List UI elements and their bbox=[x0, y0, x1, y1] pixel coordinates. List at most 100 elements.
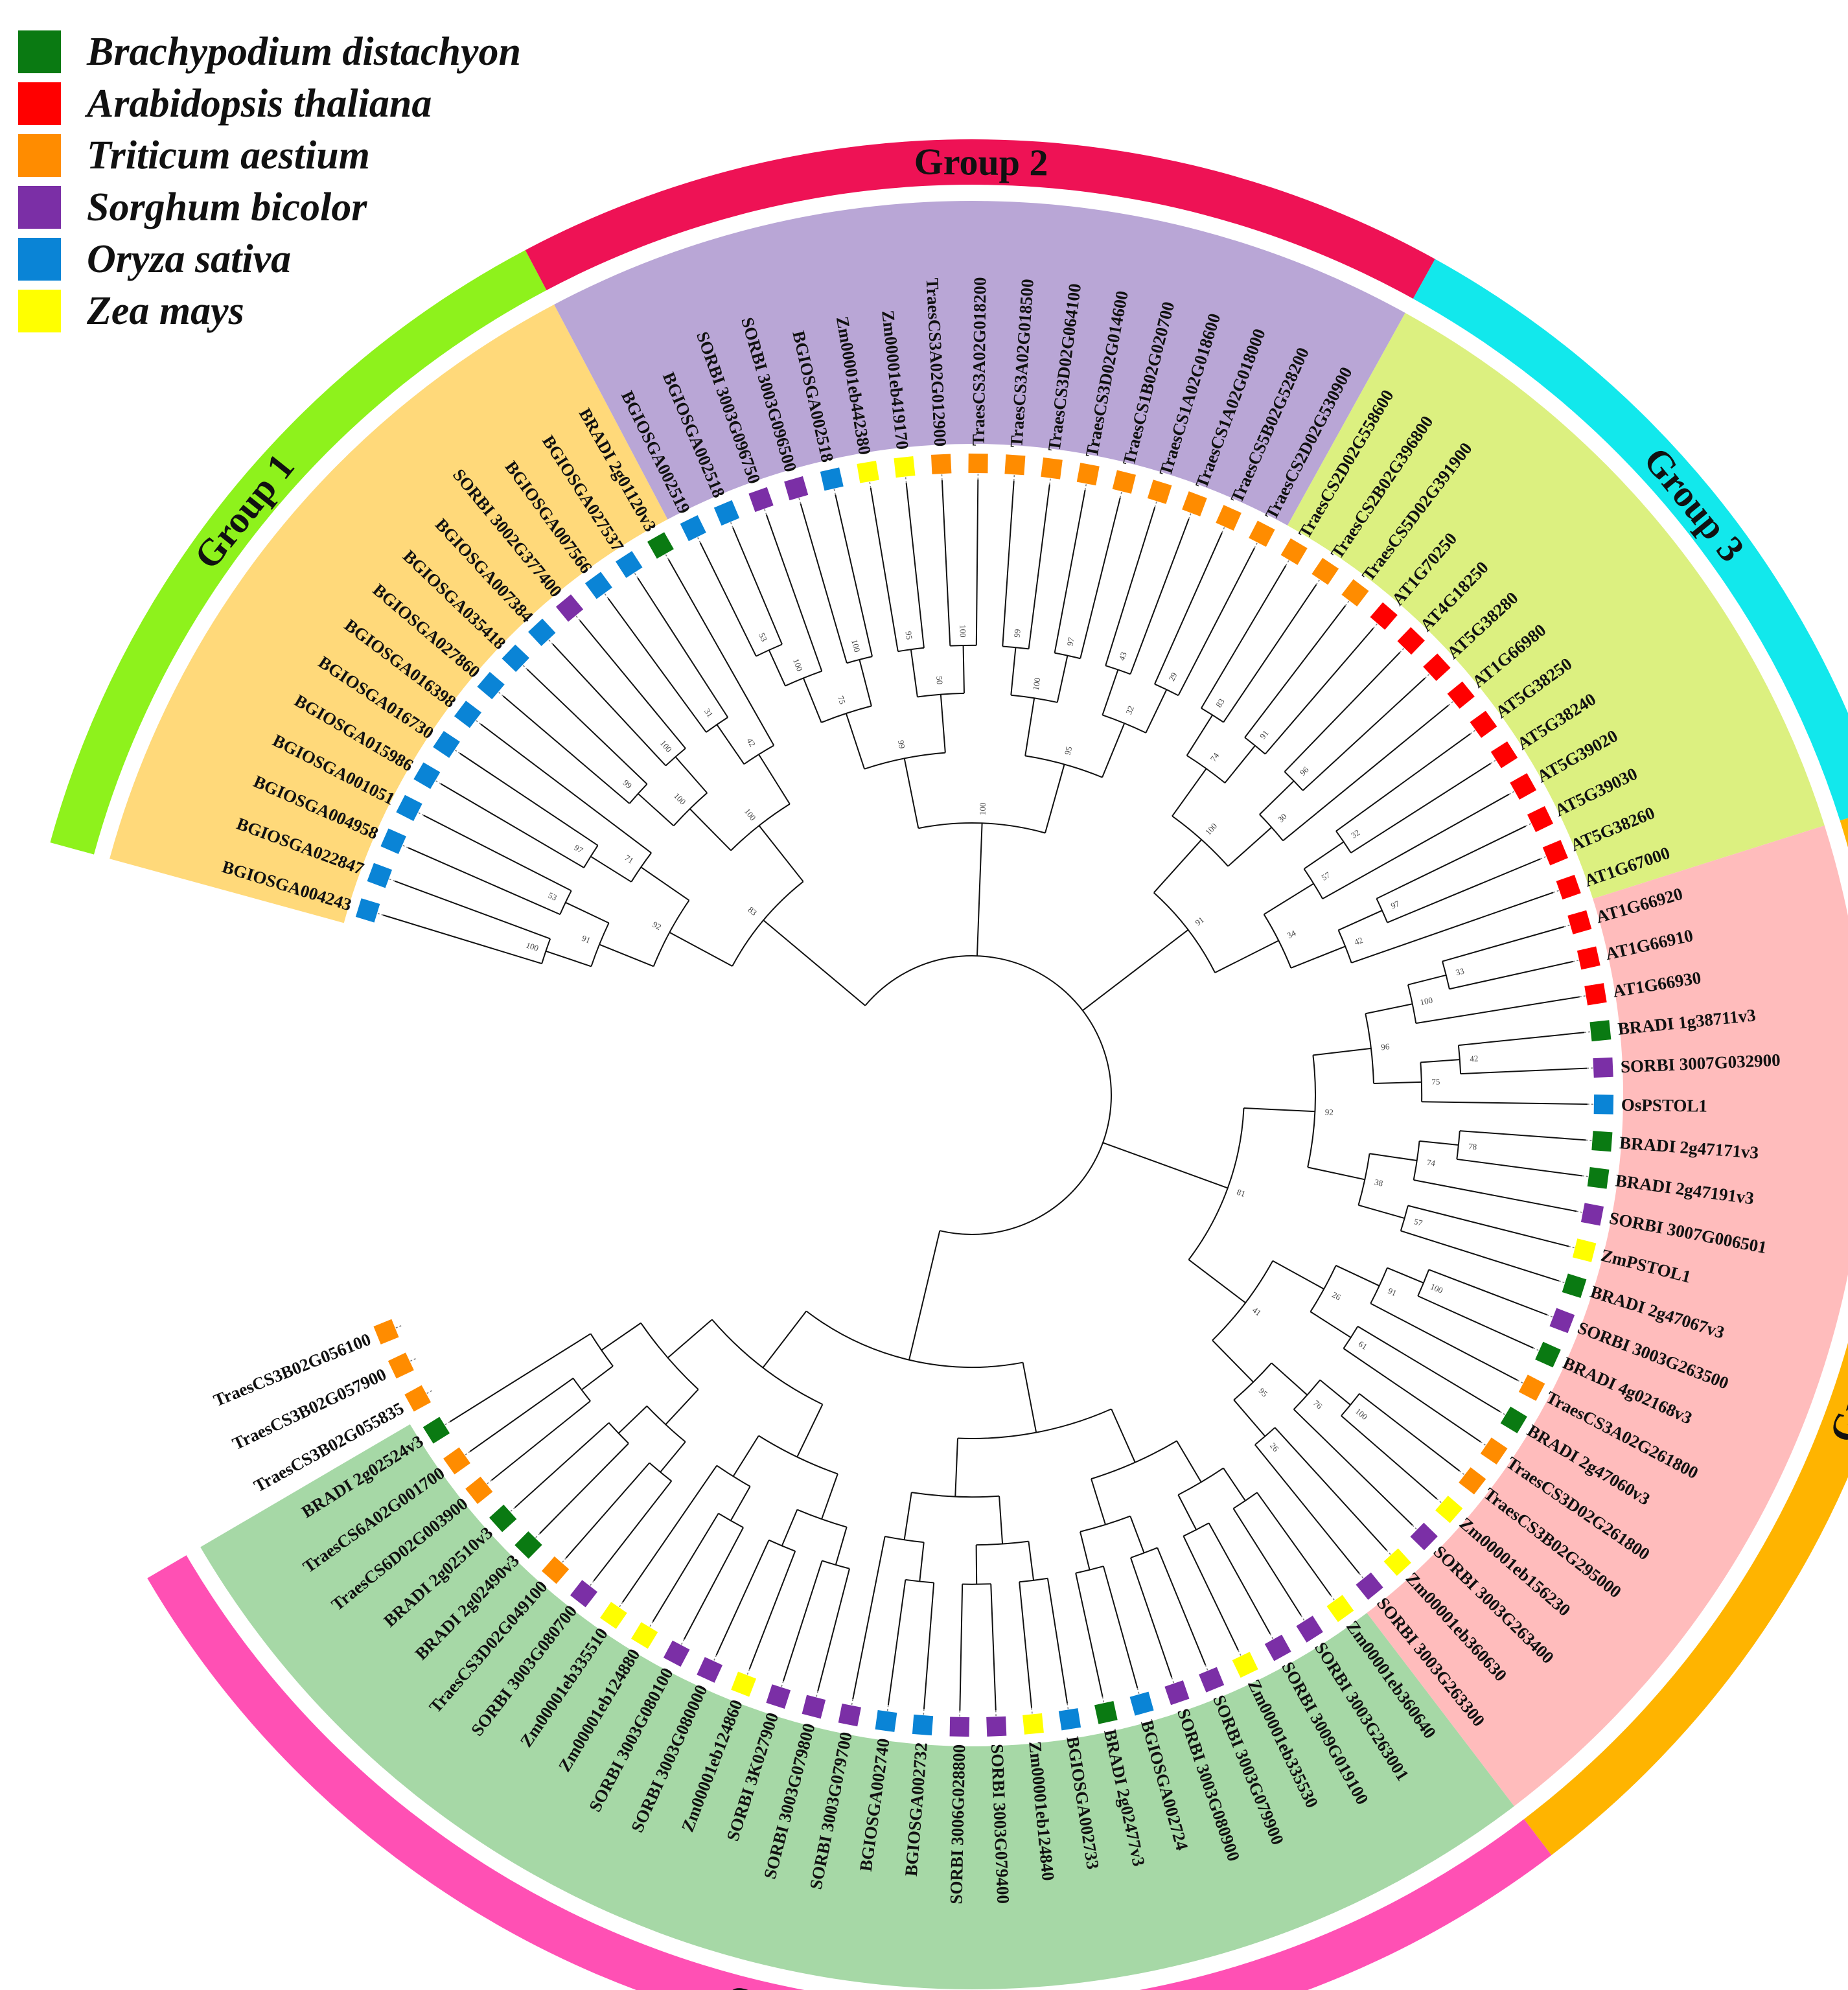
leaf-marker bbox=[802, 1695, 826, 1719]
branch bbox=[1172, 768, 1207, 817]
branch-arc bbox=[905, 1579, 934, 1584]
group-background-sectors bbox=[110, 201, 1848, 1990]
branch bbox=[976, 823, 983, 956]
leaf-connector bbox=[1576, 1210, 1584, 1214]
branch-arc bbox=[1259, 814, 1284, 841]
group-ring bbox=[525, 139, 1435, 299]
legend-swatch bbox=[18, 30, 61, 73]
leaf-connector bbox=[474, 719, 481, 725]
branch bbox=[1082, 929, 1189, 1012]
branch-arc bbox=[1357, 1153, 1370, 1206]
branch bbox=[514, 1422, 610, 1509]
leaf-marker bbox=[502, 644, 529, 672]
branch bbox=[941, 480, 951, 646]
branch bbox=[1264, 627, 1374, 755]
branch bbox=[859, 659, 872, 706]
branch bbox=[908, 1230, 941, 1360]
leaf-connector bbox=[1532, 1347, 1540, 1352]
bootstrap-value: 75 bbox=[836, 695, 848, 706]
branch bbox=[1259, 780, 1295, 815]
leaf-marker bbox=[1562, 1273, 1587, 1299]
branch bbox=[1201, 565, 1287, 709]
branch bbox=[1145, 689, 1168, 734]
leaf-marker bbox=[465, 1476, 493, 1504]
leaf-connector bbox=[443, 1421, 451, 1426]
bootstrap-value: 95 bbox=[1063, 745, 1074, 756]
branch bbox=[1188, 1259, 1246, 1304]
branch-arc bbox=[1456, 1131, 1461, 1160]
branch bbox=[1442, 926, 1565, 962]
bootstrap-value: 33 bbox=[1455, 966, 1465, 978]
branch-arc bbox=[1025, 755, 1103, 778]
branch bbox=[1319, 1379, 1351, 1406]
branch-arc bbox=[653, 899, 690, 967]
branch bbox=[1350, 763, 1491, 853]
branch bbox=[763, 920, 866, 1006]
leaf-connector bbox=[1490, 759, 1497, 764]
group-outer-rings bbox=[50, 139, 1848, 1990]
bootstrap-value: 100 bbox=[849, 638, 862, 653]
branch bbox=[622, 1465, 718, 1602]
leaf-connector bbox=[1013, 474, 1015, 481]
leaf-connector bbox=[746, 1669, 750, 1676]
bootstrap-value: 29 bbox=[1166, 671, 1179, 682]
branch bbox=[1387, 858, 1541, 923]
leaf-marker bbox=[894, 456, 916, 478]
branch-arc bbox=[630, 852, 652, 883]
leaf-connector bbox=[851, 1698, 853, 1706]
branch bbox=[1028, 484, 1050, 649]
bootstrap-value: 78 bbox=[1468, 1141, 1477, 1151]
legend-item: Brachypodium distachyon bbox=[18, 26, 521, 78]
leaf-connector bbox=[1285, 559, 1290, 566]
branch-arc bbox=[1337, 930, 1352, 964]
branch bbox=[959, 1584, 964, 1711]
branch bbox=[1341, 1415, 1437, 1499]
leaf-connector bbox=[560, 1557, 567, 1564]
branch bbox=[552, 643, 667, 767]
branch bbox=[1212, 1339, 1254, 1383]
leaf-connector bbox=[1499, 1411, 1507, 1416]
branch bbox=[1313, 1047, 1372, 1056]
branch bbox=[450, 1333, 592, 1422]
branch bbox=[1293, 1409, 1413, 1526]
branch bbox=[1232, 1508, 1302, 1616]
leaf-connector bbox=[401, 844, 409, 849]
leaf-connector bbox=[1067, 1703, 1069, 1711]
branch bbox=[835, 1527, 848, 1566]
branch bbox=[1129, 518, 1190, 675]
leaf-connector bbox=[454, 748, 461, 754]
leaf-marker bbox=[1589, 1020, 1611, 1042]
branch bbox=[1075, 1573, 1103, 1697]
leaf-marker bbox=[396, 794, 422, 822]
bootstrap-value: 83 bbox=[1214, 697, 1227, 709]
legend-item: Triticum aestium bbox=[18, 130, 521, 181]
branch-arc bbox=[918, 822, 1046, 834]
branch-arc bbox=[957, 1408, 1112, 1439]
leaf-connector bbox=[575, 614, 581, 621]
leaf-marker bbox=[373, 1319, 399, 1345]
branch-arc bbox=[976, 1540, 1029, 1546]
branch bbox=[579, 619, 686, 749]
leaf-connector bbox=[1315, 578, 1321, 585]
branch bbox=[1369, 1153, 1417, 1162]
leaf-connector bbox=[1372, 622, 1379, 629]
branch bbox=[480, 723, 652, 854]
branch bbox=[1335, 1265, 1380, 1287]
branch bbox=[1271, 1362, 1308, 1396]
leaf-connector bbox=[649, 1621, 654, 1628]
branch-arc bbox=[1212, 1260, 1274, 1341]
leaf-marker bbox=[875, 1710, 897, 1732]
branch bbox=[923, 1582, 935, 1709]
branch bbox=[1186, 714, 1214, 756]
leaf-marker bbox=[387, 1352, 414, 1379]
branch-arc bbox=[1054, 652, 1081, 660]
branch bbox=[1351, 892, 1554, 964]
branch-arc bbox=[730, 803, 791, 851]
branch-arc bbox=[590, 1333, 614, 1367]
branch bbox=[1407, 974, 1446, 986]
leaf-marker bbox=[1280, 538, 1308, 565]
branch bbox=[1214, 940, 1279, 973]
branch bbox=[1416, 996, 1580, 1024]
leaf-marker bbox=[1249, 520, 1275, 547]
branch-arc bbox=[1307, 1055, 1316, 1168]
